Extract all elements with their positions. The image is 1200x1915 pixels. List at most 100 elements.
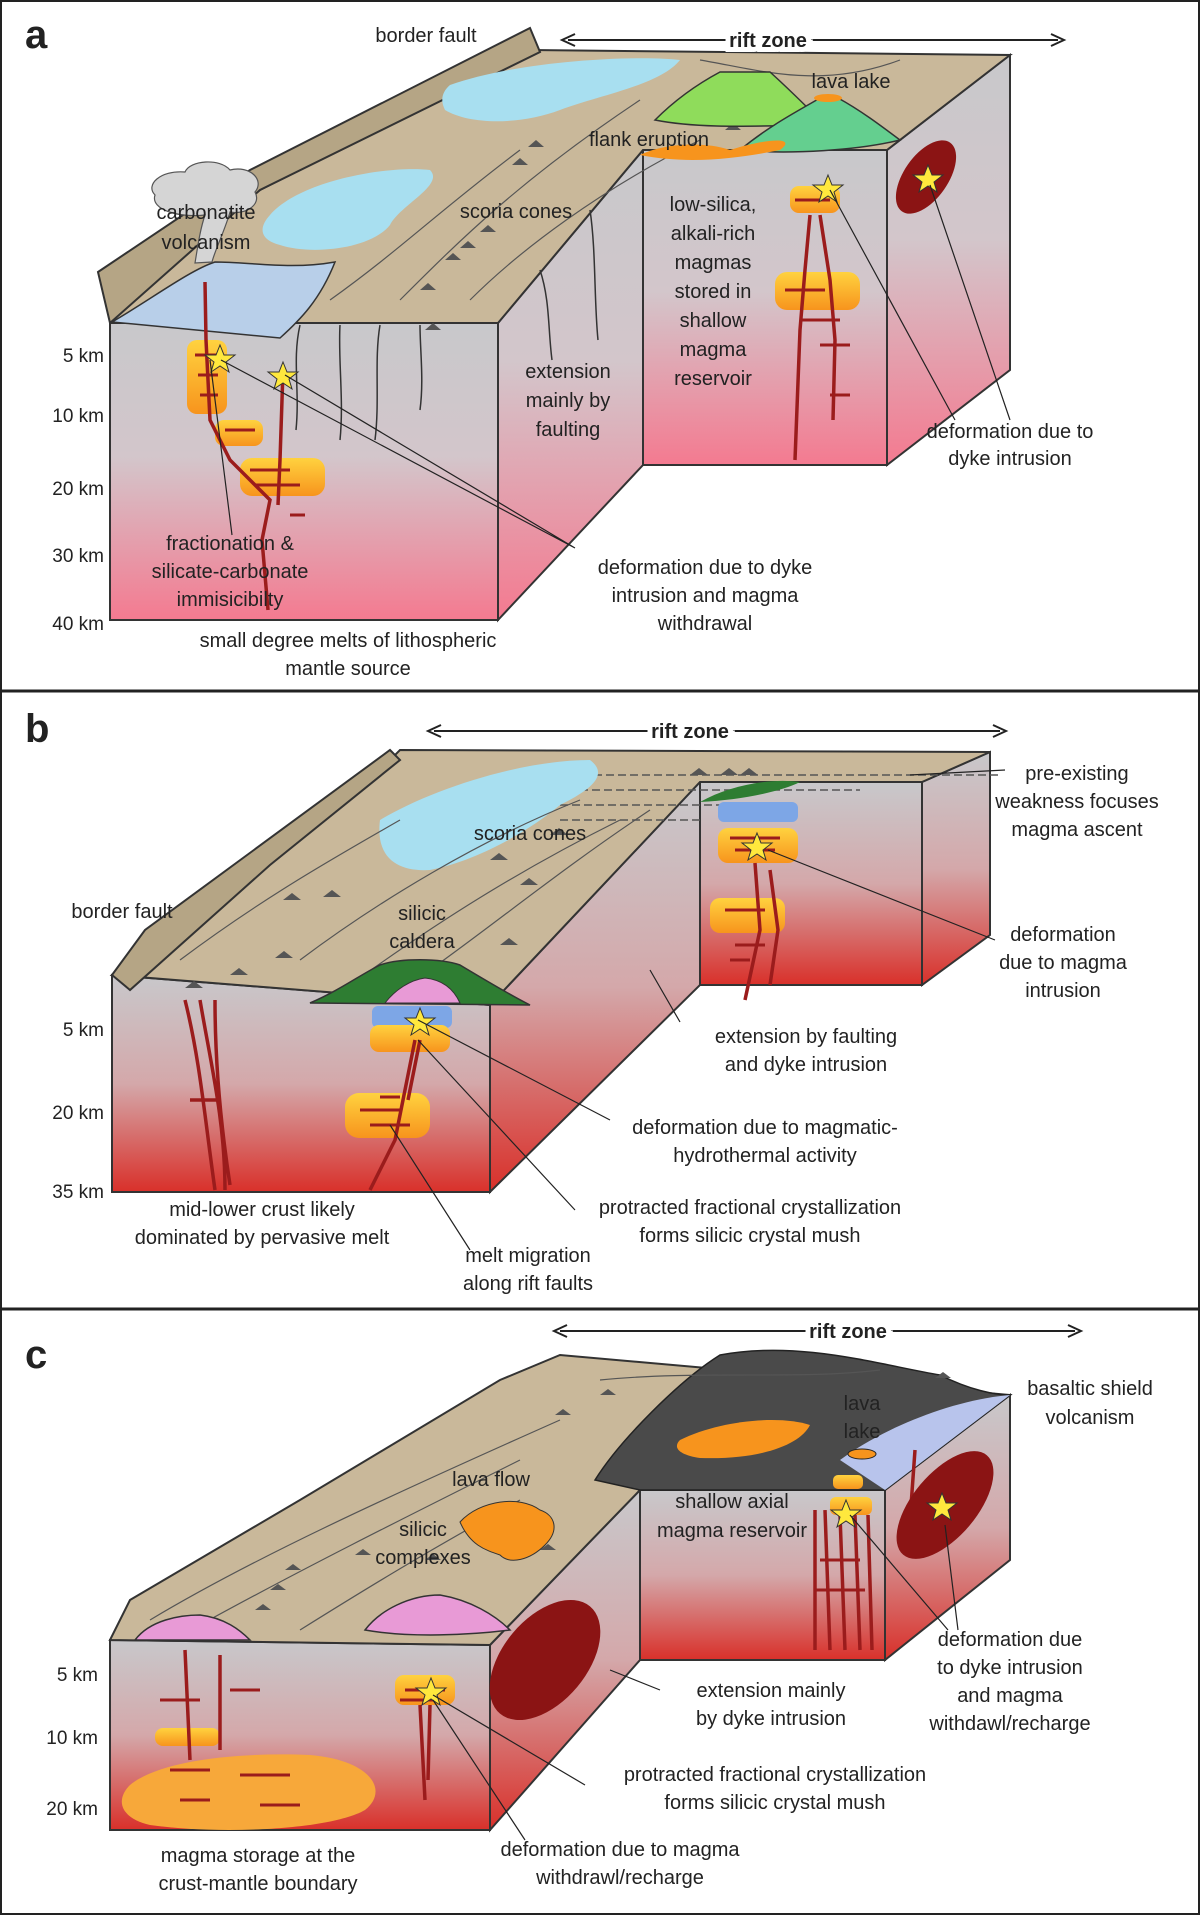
dyke [183, 1449, 917, 1801]
border-fault-label: border fault [375, 25, 477, 47]
protracted-label: forms silicic crystal mush [639, 1225, 860, 1247]
rift-caldera [700, 780, 800, 802]
melt-migration-label: melt migration [465, 1245, 591, 1267]
magma-storage-label: magma storage at the [161, 1845, 356, 1867]
depth-label: 35 km [52, 1182, 104, 1203]
low-silica-label: magma [680, 339, 748, 361]
panel-c: c [25, 1316, 1153, 1895]
depth-label: 5 km [57, 1665, 98, 1686]
hydrothermal-label: deformation due to magmatic- [632, 1117, 898, 1139]
star-marker [414, 1676, 448, 1707]
lake [262, 169, 434, 250]
magma-chamber [833, 1475, 863, 1489]
surface-fault [179, 799, 651, 986]
flank-eruption-label: flank eruption [589, 129, 709, 151]
low-silica-label: shallow [680, 310, 747, 332]
rift-zone-arrow [551, 1324, 1084, 1338]
scoria-cones-label: scoria cones [474, 823, 586, 845]
silicic-caldera-label: silicic [398, 903, 446, 925]
rift-zone-label: rift zone [809, 1321, 887, 1343]
protracted-label: protracted fractional crystallization [624, 1764, 926, 1786]
deformation-dyke-label: deformation due [938, 1629, 1083, 1651]
extension-label: and dyke intrusion [725, 1054, 887, 1076]
deformation-dyke-label: withdawl/recharge [928, 1713, 1090, 1735]
extension-label: mainly by [526, 390, 610, 412]
melt-migration-label: along rift faults [463, 1273, 593, 1295]
carbonatite-label: carbonatite [157, 202, 256, 224]
depth-label: 5 km [63, 346, 104, 367]
magma-chamber [240, 458, 325, 496]
dyke [183, 862, 780, 1191]
deformation-dyke-label: to dyke intrusion [937, 1657, 1083, 1679]
panel-letter: b [25, 707, 49, 751]
magma-chamber [710, 898, 785, 933]
low-silica-label: low-silica, [670, 194, 757, 216]
crust-block [921, 750, 991, 987]
extension-label: by dyke intrusion [696, 1708, 846, 1730]
rift-zone-arrow [425, 724, 1009, 738]
lava-lake-crater [814, 94, 842, 102]
lava-lake [847, 1448, 877, 1460]
hydrothermal-label: hydrothermal activity [673, 1145, 856, 1167]
panel-a: a [25, 13, 1093, 680]
depth-label: 5 km [63, 1020, 104, 1041]
rift-zone-label: rift zone [651, 721, 729, 743]
mid-lower-label: dominated by pervasive melt [135, 1227, 390, 1249]
border-fault-scarp [96, 26, 542, 325]
star-marker [829, 1498, 863, 1529]
star-marker [911, 163, 945, 194]
weakness-line [560, 774, 1000, 821]
leader-line [389, 769, 1006, 1251]
deformation-intrusion-label: deformation [1010, 924, 1116, 946]
small-degree-label: mantle source [285, 658, 411, 680]
pre-existing-label: weakness focuses [994, 791, 1158, 813]
lake [442, 58, 680, 122]
depth-label: 10 km [52, 406, 104, 427]
magma-chamber [345, 1093, 430, 1138]
magma-storage [121, 1754, 376, 1830]
crystal-mush [372, 1006, 452, 1028]
extension-label: extension mainly [697, 1680, 846, 1702]
carbonatite-volcano [109, 261, 337, 339]
deformation-intrusion-label: due to magma [999, 952, 1128, 974]
deformation-dyke-label: deformation due to [927, 421, 1094, 443]
depth-label: 40 km [52, 614, 104, 635]
caldera-dome [383, 977, 461, 1004]
basaltic-flank [840, 1395, 1010, 1490]
pre-existing-label: magma ascent [1011, 819, 1143, 841]
lake [379, 760, 599, 871]
fractionation-label: immisicibilty [177, 589, 284, 611]
basaltic-label: volcanism [1046, 1407, 1135, 1429]
deformation-withdrawal-label: withdrawal [657, 613, 752, 635]
low-silica-label: magmas [675, 252, 752, 274]
small-degree-label: small degree melts of lithospheric [200, 630, 497, 652]
lava-lake-label: lava [844, 1393, 882, 1415]
depth-label: 20 km [52, 1103, 104, 1124]
deformation-withdrawal-label: deformation due to dyke [598, 557, 813, 579]
depth-label: 30 km [52, 546, 104, 567]
fault-line [295, 209, 599, 441]
silicic-lava-flow [459, 1500, 555, 1561]
scoria-cone [185, 768, 758, 988]
scoria-cones-label: scoria cones [460, 201, 572, 223]
leader-line [209, 184, 1011, 549]
silicic-caldera-label: caldera [389, 931, 455, 953]
star-marker [203, 343, 237, 374]
lava-lake-label: lava lake [812, 71, 891, 93]
flank-flow [640, 140, 786, 160]
protracted-label: protracted fractional crystallization [599, 1197, 901, 1219]
mid-lower-label: mid-lower crust likely [169, 1199, 355, 1221]
silicic-complexes-label: silicic [399, 1519, 447, 1541]
panel-letter: a [25, 13, 48, 57]
extension-label: extension [525, 361, 611, 383]
scoria-cone [255, 1372, 951, 1610]
star-marker [925, 1491, 959, 1522]
low-silica-label: reservoir [674, 368, 752, 390]
fractionation-label: silicate-carbonate [152, 561, 309, 583]
lava-lake-label: lake [844, 1421, 881, 1443]
border-fault-scarp [110, 748, 402, 992]
extension-label: faulting [536, 419, 601, 441]
panel-b: b rift z [25, 707, 1159, 1295]
low-silica-label: stored in [675, 281, 752, 303]
